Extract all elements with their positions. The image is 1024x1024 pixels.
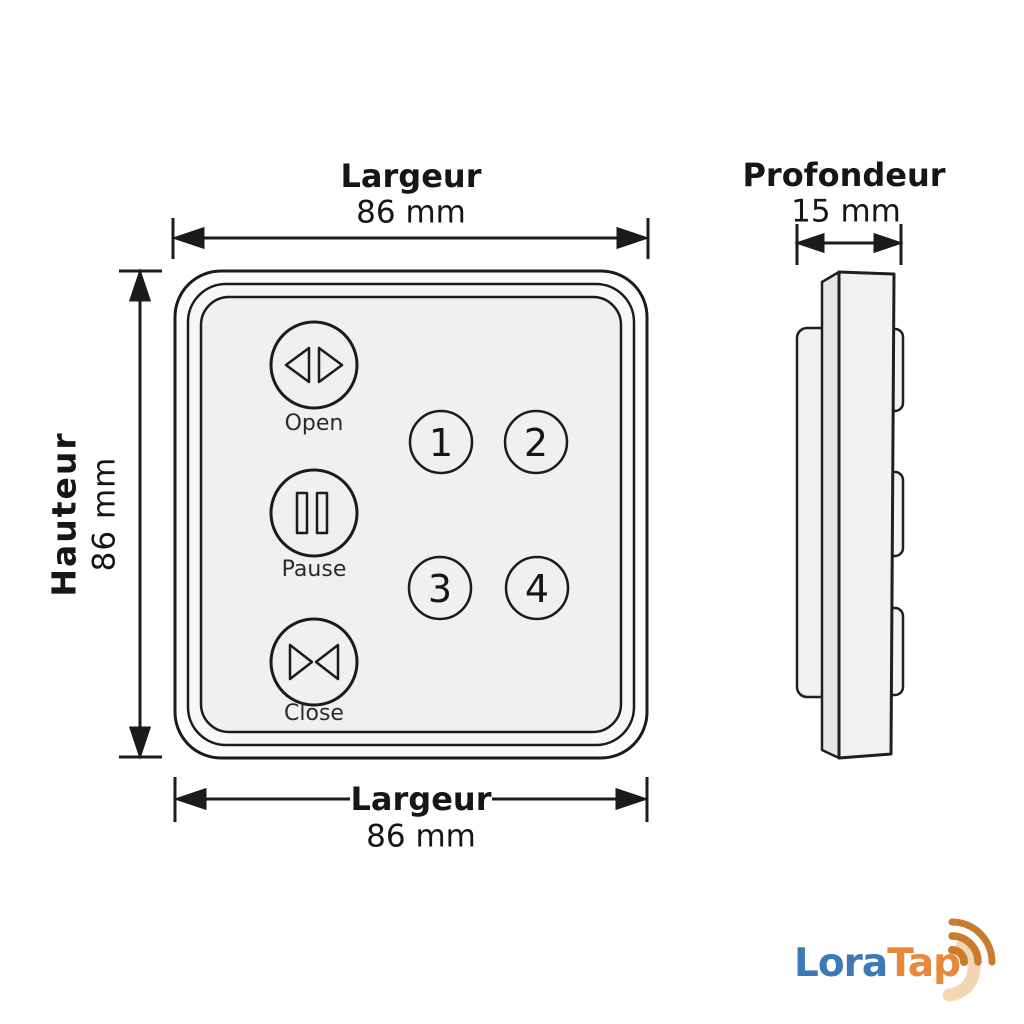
width-top-label: Largeur <box>340 157 482 195</box>
depth-dimension-arrow <box>794 224 904 265</box>
depth-label: Profondeur <box>742 156 946 194</box>
height-dimension-text: Hauteur 86 mm <box>44 431 123 597</box>
brand-logo-tap: Tap <box>887 941 961 986</box>
pause-button-label: Pause <box>281 557 347 582</box>
close-triangles-icon <box>288 643 340 681</box>
brand-logo-lora: Lora <box>794 941 888 986</box>
height-dimension-arrow <box>119 268 162 760</box>
brand-logo: LoraTap <box>794 941 961 988</box>
side-edge-face <box>820 270 841 760</box>
channel-4-number: 4 <box>524 567 550 611</box>
height-value: 86 mm <box>86 456 123 572</box>
width-bottom-label: Largeur <box>350 780 492 818</box>
channel-2-button <box>503 409 569 475</box>
height-label: Hauteur <box>44 431 84 597</box>
pause-button <box>269 468 359 558</box>
side-front-face <box>837 270 896 760</box>
channel-3-number: 3 <box>427 567 453 611</box>
channel-4-button <box>504 555 570 621</box>
width-top-dimension-arrow <box>171 218 650 259</box>
width-top-value: 86 mm <box>356 194 466 231</box>
panel-inner-face <box>199 295 623 734</box>
channel-3-button <box>407 555 473 621</box>
channel-1-number: 1 <box>428 421 454 465</box>
pause-bars-icon <box>295 491 329 535</box>
front-view-panel <box>173 269 649 760</box>
depth-value: 15 mm <box>791 193 901 230</box>
width-bottom-value: 86 mm <box>366 818 476 855</box>
channel-2-number: 2 <box>523 421 549 465</box>
close-button-label: Close <box>284 701 344 726</box>
wifi-signal-icon <box>942 918 996 1002</box>
side-view-panel <box>795 270 905 760</box>
width-bottom-dimension-arrow <box>173 777 649 822</box>
close-button <box>269 617 359 707</box>
open-triangles-icon <box>284 346 344 384</box>
open-button <box>269 320 359 410</box>
open-button-label: Open <box>284 411 344 436</box>
channel-1-button <box>408 409 474 475</box>
